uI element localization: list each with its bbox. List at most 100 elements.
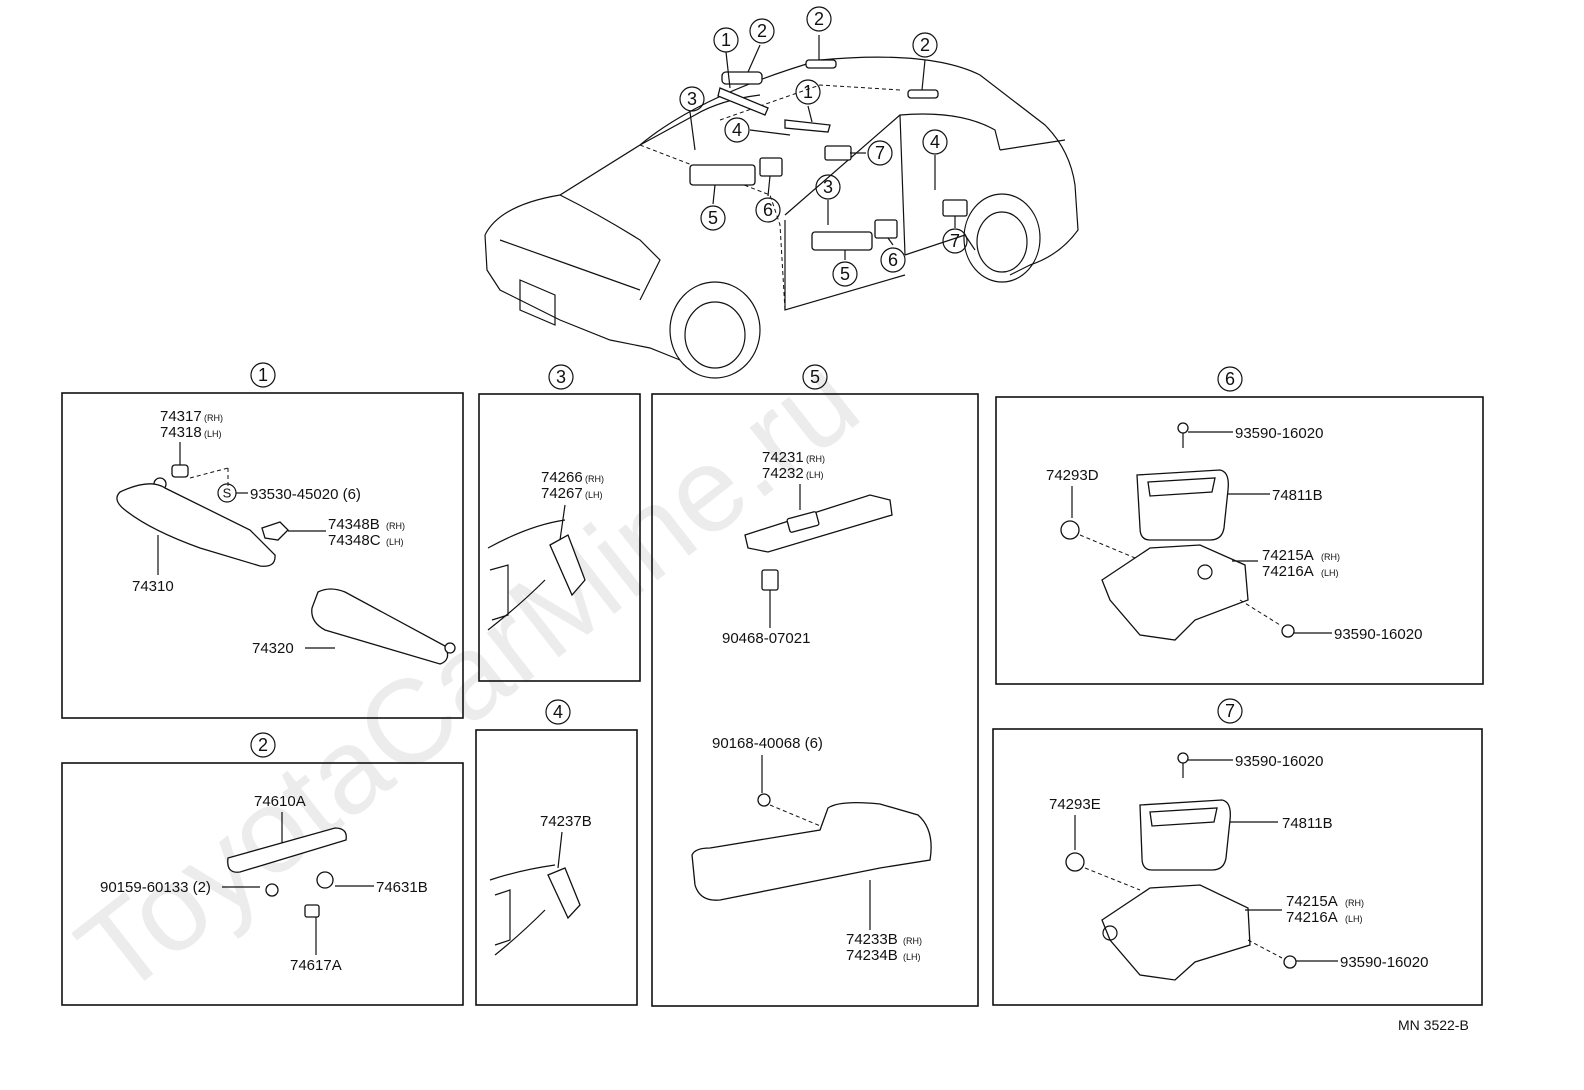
overview-callout: 2: [749, 18, 775, 44]
section-number: 4: [545, 699, 571, 725]
overview-callout: 7: [867, 140, 893, 166]
overview-callout: 2: [806, 6, 832, 32]
overview-callout: 6: [755, 197, 781, 223]
part-number: 74317: [160, 408, 202, 425]
overview-callout: 5: [832, 261, 858, 287]
part-number: 74232: [762, 465, 804, 482]
svg-text:7: 7: [1225, 701, 1235, 721]
part-number: 74318: [160, 424, 202, 441]
part-side: (RH): [585, 474, 604, 484]
svg-text:6: 6: [1225, 369, 1235, 389]
overview-callout: 2: [912, 32, 938, 58]
part-side: (RH): [204, 413, 223, 423]
part-side: (RH): [806, 454, 825, 464]
svg-text:S: S: [223, 486, 232, 501]
overview-callout: 4: [724, 117, 750, 143]
part-side: (RH): [903, 936, 922, 946]
part-number: 93590-16020: [1235, 425, 1323, 442]
part-side: (LH): [1321, 568, 1339, 578]
section-number: 1: [250, 362, 276, 388]
part-number: 93590-16020: [1340, 954, 1428, 971]
part-number: 74237B: [540, 813, 592, 830]
part-number: 74215A: [1286, 893, 1338, 910]
part-number: 74348B: [328, 516, 380, 533]
part-number: 74216A: [1262, 563, 1314, 580]
overview-callout: 4: [922, 129, 948, 155]
part-number: 74215A: [1262, 547, 1314, 564]
svg-text:2: 2: [757, 21, 767, 41]
svg-text:4: 4: [553, 702, 563, 722]
car-overview: 1 2 2 2 1 3 4 7 4 5 6 3 7 5 6: [484, 6, 1079, 379]
part-number: 74293D: [1046, 467, 1099, 484]
overview-callout: 1: [795, 79, 821, 105]
overview-callout: 6: [880, 247, 906, 273]
part-number: 74610A: [254, 793, 306, 810]
part-side: (RH): [1321, 552, 1340, 562]
overview-callout: 3: [815, 174, 841, 200]
svg-text:5: 5: [708, 208, 718, 228]
part-side: (LH): [1345, 914, 1363, 924]
part-side: (LH): [204, 429, 222, 439]
part-number: 90168-40068 (6): [712, 735, 823, 752]
section-number: 3: [548, 364, 574, 390]
section-number: 7: [1217, 698, 1243, 724]
svg-text:2: 2: [258, 735, 268, 755]
section-number: 6: [1217, 366, 1243, 392]
part-number: 74617A: [290, 957, 342, 974]
part-side: (LH): [903, 952, 921, 962]
part-number: 93590-16020: [1334, 626, 1422, 643]
part-number: 93590-16020: [1235, 753, 1323, 770]
part-number: 74348C: [328, 532, 381, 549]
part-number: 74231: [762, 449, 804, 466]
svg-text:4: 4: [732, 120, 742, 140]
part-number: 74266: [541, 469, 583, 486]
part-number: 74631B: [376, 879, 428, 896]
section-3-pillar-clip: 3 74266 (RH) 74267 (LH): [478, 364, 641, 682]
overview-callout: 3: [679, 86, 705, 112]
part-side: (RH): [386, 521, 405, 531]
part-number: 74293E: [1049, 796, 1101, 813]
svg-text:2: 2: [920, 35, 930, 55]
section-5-armrest-panel: 5 74231 (RH) 74232 (LH) 90468-07021 9016…: [651, 364, 979, 1007]
overview-callout: 1: [713, 27, 739, 53]
svg-text:4: 4: [930, 132, 940, 152]
svg-text:3: 3: [687, 89, 697, 109]
svg-text:3: 3: [823, 177, 833, 197]
part-number: 90468-07021: [722, 630, 810, 647]
part-number: 74320: [252, 640, 294, 657]
overview-callout: 5: [700, 205, 726, 231]
svg-text:1: 1: [258, 365, 268, 385]
section-7-ashtray-rear: 7 93590-16020 74293E 74811B 74215A (RH) …: [992, 698, 1483, 1006]
section-2-assist-grip: 2 74610A 90159-60133 (2) 74631B 74617A: [61, 732, 464, 1006]
part-number: 74267: [541, 485, 583, 502]
section-4-pillar-clip: 4 74237B: [475, 699, 638, 1006]
svg-text:2: 2: [814, 9, 824, 29]
svg-text:6: 6: [763, 200, 773, 220]
section-number: 5: [802, 364, 828, 390]
svg-text:3: 3: [556, 367, 566, 387]
part-side: (RH): [1345, 898, 1364, 908]
svg-text:5: 5: [810, 367, 820, 387]
svg-text:6: 6: [888, 250, 898, 270]
svg-text:1: 1: [803, 82, 813, 102]
part-number: 90159-60133 (2): [100, 879, 211, 896]
svg-text:5: 5: [840, 264, 850, 284]
svg-text:7: 7: [875, 143, 885, 163]
part-number: 74811B: [1282, 815, 1333, 832]
svg-text:7: 7: [950, 231, 960, 251]
part-side: (LH): [806, 470, 824, 480]
section-6-ashtray-front: 6 93590-16020 74293D 74811B 74215A (RH) …: [995, 366, 1484, 685]
part-side: (LH): [386, 537, 404, 547]
part-side: (LH): [585, 490, 603, 500]
section-number: 2: [250, 732, 276, 758]
part-number: 74310: [132, 578, 174, 595]
part-number: 74216A: [1286, 909, 1338, 926]
section-1-sun-visor: 1 74317 (RH) 74318 (LH) S 93530-45020 (6…: [61, 362, 464, 719]
diagram-code: MN 3522-B: [1398, 1017, 1469, 1033]
part-number: 74233B: [846, 931, 898, 948]
part-number: 93530-45020 (6): [250, 486, 361, 503]
svg-text:1: 1: [721, 30, 731, 50]
part-number: 74234B: [846, 947, 898, 964]
overview-callout: 7: [942, 228, 968, 254]
